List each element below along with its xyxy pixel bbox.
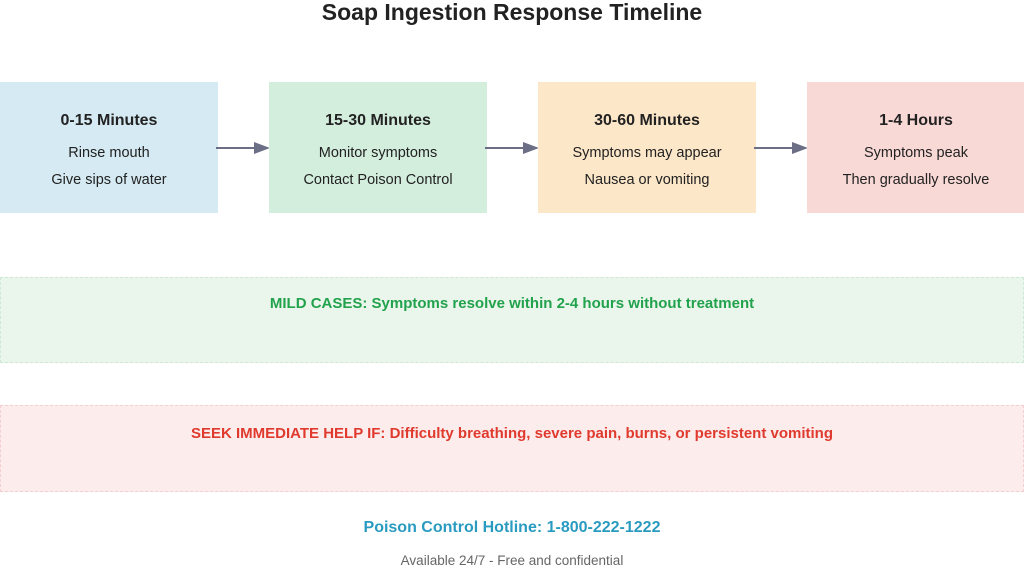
- poison-control-hotline: Poison Control Hotline: 1-800-222-1222: [363, 519, 661, 536]
- step-line-2: Nausea or vomiting: [584, 172, 710, 188]
- arrow-icon: [216, 142, 270, 154]
- timeline-step-1-4-hours: 1-4 Hours Symptoms peak Then gradually r…: [807, 82, 1024, 213]
- seek-help-band: SEEK IMMEDIATE HELP IF: Difficulty breat…: [0, 405, 1024, 492]
- step-line-1: Symptoms may appear: [572, 145, 722, 161]
- timeline-step-15-30-minutes: 15-30 Minutes Monitor symptoms Contact P…: [269, 82, 487, 213]
- timeline-step-30-60-minutes: 30-60 Minutes Symptoms may appear Nausea…: [538, 82, 756, 213]
- step-heading: 1-4 Hours: [879, 112, 953, 129]
- step-line-1: Symptoms peak: [864, 145, 968, 161]
- step-heading: 30-60 Minutes: [594, 112, 700, 129]
- step-line-2: Then gradually resolve: [842, 172, 990, 188]
- arrow-icon: [485, 142, 539, 154]
- page-title: Soap Ingestion Response Timeline: [321, 0, 703, 25]
- step-line-1: Rinse mouth: [68, 145, 150, 161]
- mild-cases-note: MILD CASES: Symptoms resolve within 2-4 …: [269, 295, 755, 312]
- step-line-1: Monitor symptoms: [318, 145, 438, 161]
- arrow-icon: [754, 142, 808, 154]
- mild-cases-band: MILD CASES: Symptoms resolve within 2-4 …: [0, 277, 1024, 363]
- step-heading: 0-15 Minutes: [60, 112, 158, 129]
- seek-help-note: SEEK IMMEDIATE HELP IF: Difficulty breat…: [190, 425, 834, 442]
- step-line-2: Contact Poison Control: [303, 172, 453, 188]
- timeline-step-0-15-minutes: 0-15 Minutes Rinse mouth Give sips of wa…: [0, 82, 218, 213]
- step-line-2: Give sips of water: [51, 172, 167, 188]
- step-heading: 15-30 Minutes: [325, 112, 431, 129]
- availability-note: Available 24/7 - Free and confidential: [400, 553, 624, 568]
